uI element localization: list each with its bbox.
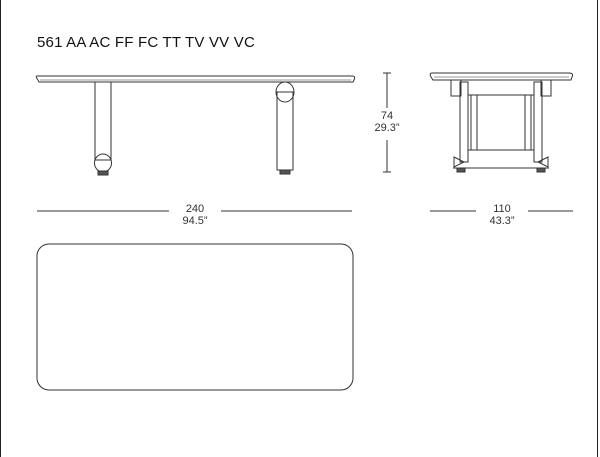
front-right-leg — [275, 81, 295, 175]
depth-dimension-label: 110 43.3” — [476, 203, 528, 227]
depth-in: 43.3” — [489, 215, 515, 227]
height-in: 29.3” — [374, 122, 400, 134]
height-dimension-label: 74 29.3” — [365, 110, 409, 134]
top-plan-outline — [36, 243, 354, 391]
side-frame — [450, 79, 552, 173]
side-tabletop — [429, 72, 574, 81]
depth-cm: 110 — [493, 203, 511, 215]
front-elevation-view — [35, 75, 356, 176]
product-code-title: 561 AA AC FF FC TT TV VV VC — [37, 34, 255, 51]
height-dimension-line — [383, 72, 391, 173]
side-elevation-view — [429, 72, 574, 173]
height-cm: 74 — [380, 110, 394, 122]
length-cm: 240 — [185, 203, 205, 215]
front-left-leg — [94, 81, 112, 176]
front-tabletop — [35, 75, 356, 83]
length-dimension-label: 240 94.5” — [169, 203, 221, 227]
length-in: 94.5” — [182, 215, 208, 227]
